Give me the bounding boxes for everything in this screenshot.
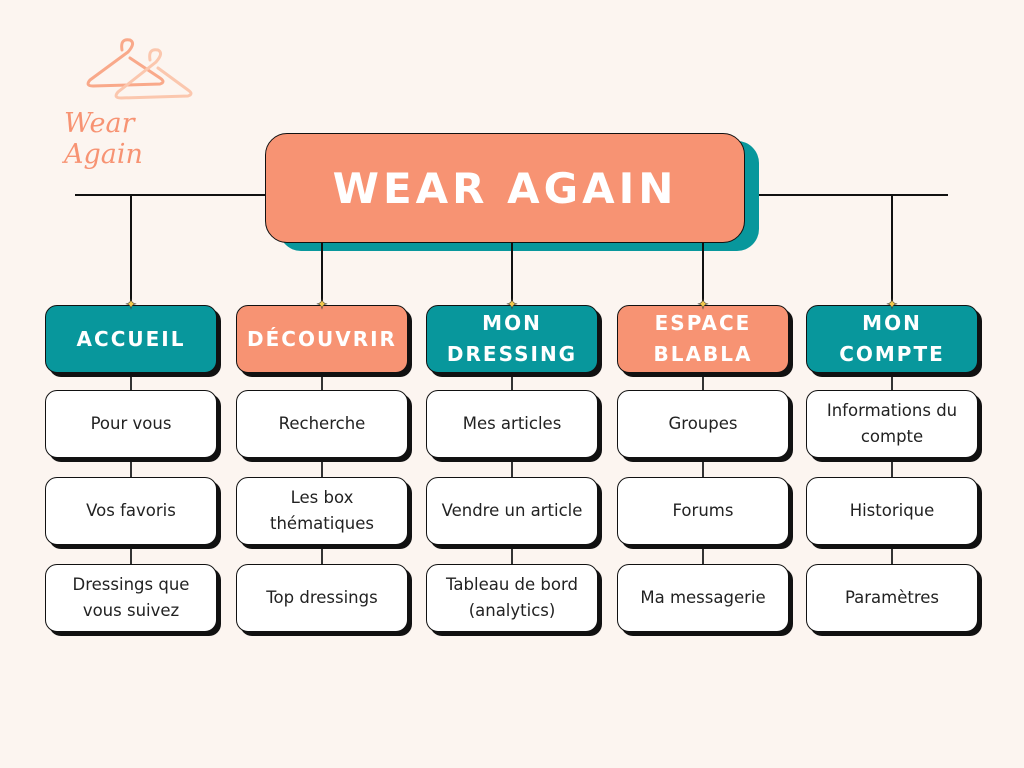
hanger-icon [86, 38, 193, 100]
connector-vertical [891, 195, 893, 305]
page-item[interactable]: Mes articles [426, 390, 598, 458]
page-item[interactable]: Top dressings [236, 564, 408, 632]
page-item[interactable]: Dressings que vous suivez [45, 564, 217, 632]
connector-vertical [511, 243, 513, 305]
page-item[interactable]: Les box thématiques [236, 477, 408, 545]
sparkle-icon: ✦ [697, 297, 709, 313]
page-item[interactable]: Groupes [617, 390, 789, 458]
category-mon-compte[interactable]: MON COMPTE [806, 305, 978, 373]
page-item[interactable]: Vos favoris [45, 477, 217, 545]
connector-vertical [891, 373, 893, 564]
page-item[interactable]: Forums [617, 477, 789, 545]
sparkle-icon: ✦ [886, 297, 898, 313]
sparkle-icon: ✦ [506, 297, 518, 313]
logo: Wear Again [60, 30, 220, 170]
category-decouvrir[interactable]: DÉCOUVRIR [236, 305, 408, 373]
main-title-box: WEAR AGAIN [265, 133, 745, 243]
page-item[interactable]: Ma messagerie [617, 564, 789, 632]
category-espace-blabla[interactable]: ESPACE BLABLA [617, 305, 789, 373]
category-accueil[interactable]: ACCUEIL [45, 305, 217, 373]
page-item[interactable]: Historique [806, 477, 978, 545]
page-item[interactable]: Pour vous [45, 390, 217, 458]
page-item[interactable]: Tableau de bord (analytics) [426, 564, 598, 632]
logo-text: Wear Again [64, 108, 143, 170]
page-item[interactable]: Recherche [236, 390, 408, 458]
connector-vertical [321, 373, 323, 564]
sparkle-icon: ✦ [316, 297, 328, 313]
page-item[interactable]: Paramètres [806, 564, 978, 632]
page-item[interactable]: Vendre un article [426, 477, 598, 545]
page-item[interactable]: Informations du compte [806, 390, 978, 458]
category-mon-dressing[interactable]: MON DRESSING [426, 305, 598, 373]
connector-vertical [511, 373, 513, 564]
connector-vertical [321, 243, 323, 305]
sparkle-icon: ✦ [125, 297, 137, 313]
connector-vertical [130, 195, 132, 305]
connector-vertical [702, 373, 704, 564]
connector-vertical [130, 373, 132, 564]
connector-vertical [702, 243, 704, 305]
